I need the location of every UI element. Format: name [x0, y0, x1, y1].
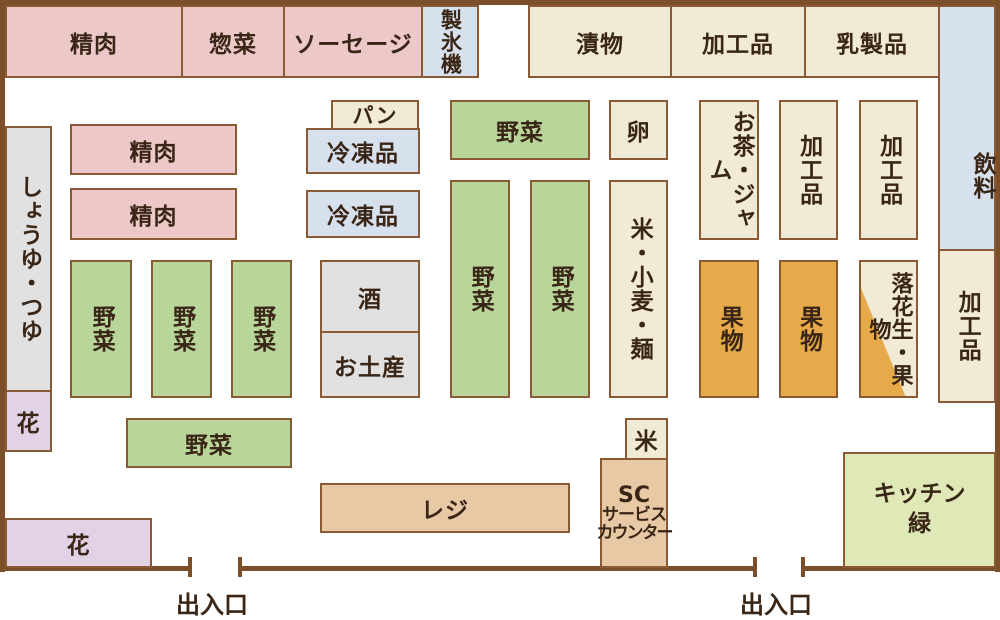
section-label: 野菜: [467, 265, 494, 313]
entrance-right-post-1: [753, 557, 757, 577]
section-tamago: 卵: [609, 100, 668, 160]
section-kitchen: キッチン 緑: [843, 452, 996, 568]
section-yasai-tall2: 野菜: [530, 180, 590, 398]
section-label: 加工品: [954, 290, 981, 362]
wall-bottom-right: [803, 566, 1000, 571]
section-reitohin-2: 冷凍品: [306, 190, 420, 238]
section-hana-bottom: 花: [5, 518, 152, 568]
section-label: 乳製品: [836, 31, 908, 58]
section-yasai-col3: 野菜: [231, 260, 292, 398]
section-seihyoki: 製氷機: [421, 5, 479, 78]
section-label: 落花生・果物: [865, 271, 913, 387]
entrance-label-right: 出入口: [740, 591, 812, 619]
section-label: お茶・ジャム: [705, 110, 754, 230]
entrance-left-post-1: [188, 557, 192, 577]
section-kakohin-right: 加工品: [938, 249, 996, 403]
section-label: 果物: [716, 305, 743, 353]
section-yasai-col1: 野菜: [70, 260, 132, 398]
section-seiniku-2: 精肉: [70, 188, 237, 240]
section-label: 製氷機: [438, 8, 463, 75]
wall-right: [995, 0, 1000, 572]
entrance-right-post-2: [801, 557, 805, 577]
wall-left: [0, 0, 5, 572]
section-kudamono-2: 果物: [779, 260, 838, 398]
section-label: ソーセージ: [293, 31, 413, 58]
section-label: 酒: [358, 286, 382, 313]
section-label: レジ: [421, 498, 469, 524]
section-label: 野菜: [248, 305, 275, 353]
section-label: 野菜: [496, 120, 544, 146]
section-sausage: ソーセージ: [283, 5, 423, 78]
section-kakohin-mid2: 加工品: [859, 100, 918, 240]
section-label: 惣菜: [209, 31, 257, 58]
wall-bottom-left: [0, 566, 190, 571]
section-label: 飲料: [969, 151, 995, 200]
section-sake: 酒: [320, 260, 420, 333]
section-kome-komugi-men: 米・小麦・麺: [609, 180, 668, 398]
section-label: 加工品: [795, 134, 822, 206]
section-label: 野菜: [547, 265, 574, 313]
section-kudamono-1: 果物: [699, 260, 759, 398]
section-yasai-bottom: 野菜: [126, 418, 292, 468]
section-label: 加工品: [875, 134, 902, 206]
section-yasai-tall1: 野菜: [450, 180, 510, 398]
section-reitohin-1: 冷凍品: [306, 128, 420, 174]
service-counter-sc: SC: [618, 482, 650, 508]
section-reji: レジ: [320, 483, 570, 533]
section-yasai-col2: 野菜: [151, 260, 212, 398]
section-omiyage: お土産: [320, 331, 420, 398]
section-rakkasei-kudamono: 落花生・果物: [859, 260, 918, 398]
section-label: パン: [352, 104, 398, 128]
section-label: 野菜: [185, 433, 233, 459]
section-kakohin-top: 加工品: [670, 5, 806, 78]
section-service-counter: SC サービス カウンター: [597, 458, 674, 568]
section-seiniku-1: 精肉: [70, 124, 237, 175]
entrance-left-post-2: [238, 557, 242, 577]
section-seiniku-top: 精肉: [5, 5, 183, 78]
service-counter-service: サービス: [602, 504, 667, 525]
section-label: 漬物: [576, 31, 624, 58]
section-label: 冷凍品: [327, 141, 399, 167]
section-kome-small: 米: [625, 418, 668, 460]
section-label: 米: [634, 429, 659, 455]
section-yasai-top: 野菜: [450, 100, 590, 160]
section-label: 米・小麦・麺: [626, 217, 653, 361]
section-nyuseihin: 乳製品: [804, 5, 940, 78]
section-ocha-jam: お茶・ジャム: [699, 100, 759, 240]
section-label: 野菜: [88, 305, 115, 353]
service-counter-counter: カウンター: [596, 522, 674, 543]
section-inryo: 飲料: [938, 5, 996, 251]
section-sozai: 惣菜: [181, 5, 285, 78]
section-tsukemono: 漬物: [528, 5, 672, 78]
section-pan: パン: [331, 100, 419, 130]
section-hana-small: 花: [5, 390, 52, 452]
entrance-label-left: 出入口: [176, 591, 248, 619]
section-label: 果物: [795, 305, 822, 353]
section-label: 精肉: [70, 31, 118, 58]
section-label: 加工品: [702, 31, 774, 58]
section-label: 花: [66, 533, 91, 559]
section-kakohin-mid1: 加工品: [779, 100, 838, 240]
section-shoyu-tsuyu: しょうゆ・つゆ: [5, 126, 52, 392]
kitchen-label-1: キッチン: [873, 481, 966, 508]
section-label: 卵: [626, 120, 651, 146]
wall-top: [0, 0, 1000, 5]
section-label: 花: [16, 411, 41, 437]
section-label: 冷凍品: [327, 204, 399, 230]
wall-bottom-middle: [240, 566, 755, 571]
section-label: 精肉: [129, 204, 178, 230]
section-label: 精肉: [129, 139, 178, 166]
section-label: お土産: [334, 354, 406, 381]
kitchen-label-2: 緑: [908, 511, 931, 537]
section-label: 野菜: [168, 305, 195, 353]
section-label: しょうゆ・つゆ: [15, 175, 42, 343]
